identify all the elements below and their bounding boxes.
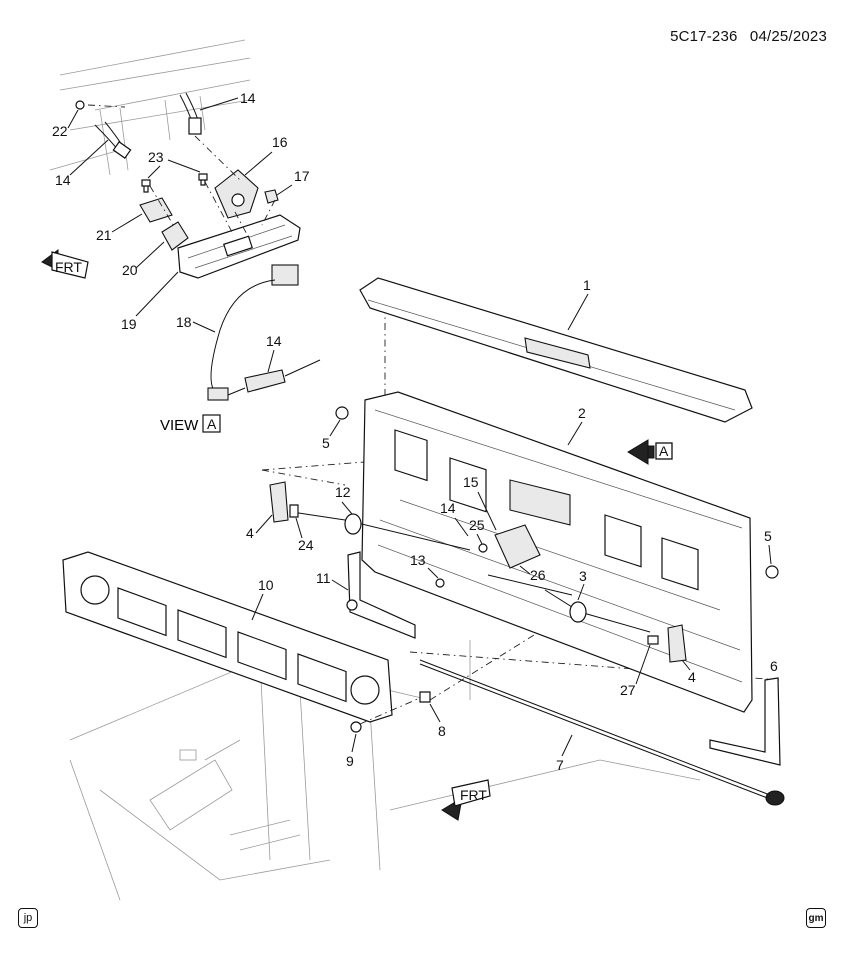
cable-12 bbox=[291, 511, 471, 551]
callout-5-left: 5 bbox=[322, 435, 330, 451]
bolt-22 bbox=[75, 100, 85, 110]
callout-2: 2 bbox=[578, 405, 586, 421]
callout-6: 6 bbox=[770, 658, 778, 674]
bolt-5-right bbox=[765, 565, 779, 579]
jp-logo-badge: jp bbox=[18, 908, 38, 928]
svg-text:FRT: FRT bbox=[55, 259, 82, 275]
diagram-header: 5C17-236 04/25/2023 bbox=[662, 28, 827, 45]
diagram-code: 5C17-236 bbox=[670, 28, 738, 45]
callout-12: 12 bbox=[335, 484, 351, 500]
diagram-date: 04/25/2023 bbox=[749, 28, 827, 45]
latch-assembly-15 bbox=[494, 524, 541, 569]
harness-connector-18 bbox=[271, 264, 299, 286]
callout-4-right: 4 bbox=[688, 669, 696, 685]
callout-24: 24 bbox=[298, 537, 314, 553]
callout-15: 15 bbox=[463, 474, 479, 490]
svg-text:VIEW: VIEW bbox=[160, 417, 199, 434]
hinge-bracket-11 bbox=[347, 551, 416, 639]
callout-21: 21 bbox=[96, 227, 112, 243]
gm-logo-badge: gm bbox=[806, 908, 826, 928]
callout-10: 10 bbox=[258, 577, 274, 593]
torsion-rod-7 bbox=[419, 659, 771, 796]
callout-5-right: 5 bbox=[764, 528, 772, 544]
connector-14-left bbox=[112, 141, 132, 159]
callout-14-topleft: 14 bbox=[55, 172, 71, 188]
svg-text:FRT: FRT bbox=[460, 787, 487, 803]
frt-arrow-top: FRT bbox=[41, 249, 89, 279]
callout-26: 26 bbox=[530, 567, 546, 583]
callout-9: 9 bbox=[346, 753, 354, 769]
clip-25 bbox=[478, 543, 488, 553]
callout-14-viewa: 14 bbox=[266, 333, 282, 349]
callout-13: 13 bbox=[410, 552, 426, 568]
harness-18 bbox=[210, 279, 276, 393]
callout-19: 19 bbox=[121, 316, 137, 332]
callout-1: 1 bbox=[583, 277, 591, 293]
switch-21 bbox=[139, 197, 173, 223]
callout-23: 23 bbox=[148, 149, 164, 165]
callout-17: 17 bbox=[294, 168, 310, 184]
bolt-5-left bbox=[335, 406, 349, 420]
cable-12-sleeve bbox=[344, 513, 362, 535]
latch-4-right bbox=[667, 624, 687, 663]
callout-20: 20 bbox=[122, 262, 138, 278]
callout-27: 27 bbox=[620, 682, 636, 698]
callout-8: 8 bbox=[438, 723, 446, 739]
retainer-8 bbox=[419, 691, 431, 703]
callout-7: 7 bbox=[556, 757, 564, 773]
view-label: VIEW A bbox=[160, 414, 221, 434]
callout-3: 3 bbox=[579, 568, 587, 584]
clip-24 bbox=[289, 504, 299, 518]
rod-26 bbox=[487, 574, 573, 596]
callout-25: 25 bbox=[469, 517, 485, 533]
bracket-6 bbox=[709, 677, 781, 766]
view-a-arrow: A bbox=[627, 439, 673, 465]
svg-text:A: A bbox=[207, 416, 217, 432]
cable-3-sleeve bbox=[569, 601, 587, 623]
frt-arrow-bottom: FRT bbox=[441, 779, 491, 821]
callout-labels: 1 2 3 4 4 5 5 6 7 8 9 10 11 12 13 14 14 … bbox=[52, 90, 778, 773]
latch-4-left bbox=[269, 481, 289, 523]
screw-23-left bbox=[141, 179, 151, 193]
callout-16: 16 bbox=[272, 134, 288, 150]
callout-18: 18 bbox=[176, 314, 192, 330]
connector-14-top bbox=[188, 117, 202, 135]
callout-4-left: 4 bbox=[246, 525, 254, 541]
svg-text:A: A bbox=[659, 443, 669, 459]
callout-14-main: 14 bbox=[440, 500, 456, 516]
lock-cylinder-20 bbox=[161, 221, 189, 251]
callout-11: 11 bbox=[316, 570, 331, 586]
callout-22: 22 bbox=[52, 123, 68, 139]
nut-13 bbox=[435, 578, 445, 588]
clip-17 bbox=[264, 189, 279, 204]
connector-14-bottom bbox=[244, 369, 286, 393]
clip-27 bbox=[647, 635, 659, 645]
screw-9 bbox=[350, 721, 362, 733]
callout-14-topright: 14 bbox=[240, 90, 256, 106]
